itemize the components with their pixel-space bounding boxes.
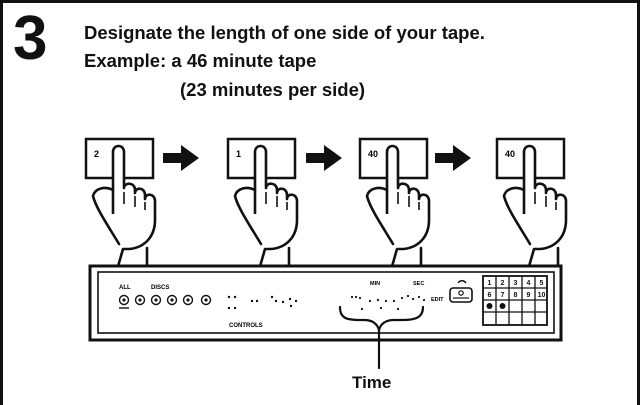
edit-button[interactable] xyxy=(449,280,473,303)
instruction-line: (23 minutes per side) xyxy=(180,79,366,100)
disc-button[interactable] xyxy=(118,294,130,309)
label-edit: EDIT xyxy=(431,297,444,303)
step-number: 3 xyxy=(13,4,48,73)
keypad-key[interactable]: 2 xyxy=(501,280,505,287)
arrow-right-icon xyxy=(306,145,342,171)
label-discs: DISCS xyxy=(151,285,169,291)
keypad-key[interactable]: 6 xyxy=(488,292,492,299)
disc-button[interactable] xyxy=(150,294,162,306)
display-value: 40 xyxy=(368,149,378,159)
front-panel: ALL DISCS CONTROLS MIN SEC ED xyxy=(88,264,563,342)
numeric-keypad xyxy=(482,275,548,326)
instruction-line: Example: a 46 minute tape xyxy=(84,50,317,71)
display-value: 40 xyxy=(505,149,515,159)
display-value: 1 xyxy=(236,149,241,159)
time-label: Time xyxy=(352,373,392,392)
label-min: MIN xyxy=(370,281,380,287)
keypad-key[interactable]: 4 xyxy=(527,280,531,287)
keypad-key[interactable]: 8 xyxy=(514,292,518,299)
instruction-line: Designate the length of one side of your… xyxy=(84,22,485,43)
time-display-segments xyxy=(350,294,426,311)
display-value: 2 xyxy=(94,149,99,159)
step-panel-4: 40 xyxy=(495,137,568,272)
disc-button[interactable] xyxy=(134,294,146,306)
keypad-key[interactable]: 3 xyxy=(514,280,518,287)
label-controls: CONTROLS xyxy=(229,323,263,329)
disc-button[interactable] xyxy=(200,294,212,306)
disc-button[interactable] xyxy=(182,294,194,306)
label-all: ALL xyxy=(119,285,131,291)
arrow-right-icon xyxy=(163,145,199,171)
step-panel-1: 2 xyxy=(84,137,157,272)
keypad-key[interactable]: 7 xyxy=(501,292,505,299)
disc-button[interactable] xyxy=(166,294,178,306)
keypad-key[interactable]: 5 xyxy=(540,280,544,287)
keypad-key[interactable]: 10 xyxy=(538,292,546,299)
control-buttons[interactable] xyxy=(227,295,298,310)
step-panel-3: 40 xyxy=(358,137,431,272)
arrow-right-icon xyxy=(435,145,471,171)
time-callout-bracket xyxy=(338,305,425,370)
keypad-key[interactable]: 1 xyxy=(488,280,492,287)
step-panel-2: 1 xyxy=(226,137,299,272)
keypad-key[interactable]: 9 xyxy=(527,292,531,299)
keypad-extra-buttons[interactable] xyxy=(486,303,506,309)
label-sec: SEC xyxy=(413,281,424,287)
